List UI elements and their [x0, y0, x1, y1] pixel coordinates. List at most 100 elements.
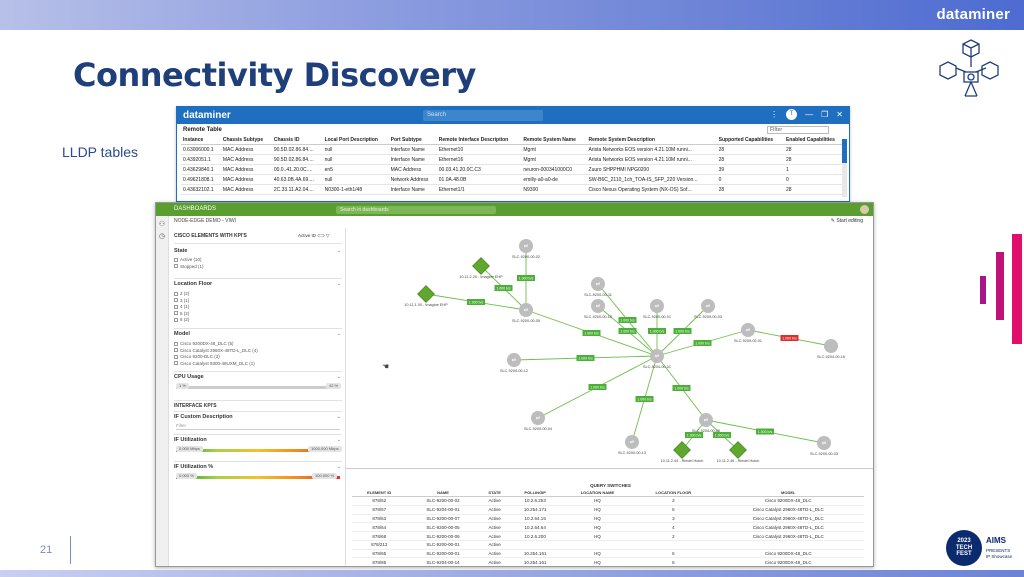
checkbox-icon[interactable]	[174, 361, 178, 366]
edge-traffic-badge[interactable]	[588, 384, 607, 390]
checkbox-icon[interactable]	[174, 264, 178, 269]
chevron-down-icon[interactable]: ⌄	[336, 281, 341, 287]
column-header[interactable]: MODEL	[712, 488, 864, 497]
column-header[interactable]: POLLINGIP	[509, 488, 561, 497]
checkbox-option[interactable]: 5 (2)	[174, 311, 189, 316]
active-toggle[interactable]: Active ID ⊂⊃ ▽	[298, 233, 330, 238]
column-header[interactable]: Chassis ID	[271, 136, 323, 145]
edge-traffic-badge[interactable]	[494, 285, 513, 291]
column-header[interactable]: Port Subtype	[388, 136, 437, 145]
switch-node-icon[interactable]	[741, 323, 755, 337]
checkbox-option[interactable]: Cisco Catalyst 9300-48UXM_DLC (1)	[174, 361, 258, 366]
restore-icon[interactable]: ❐	[821, 110, 829, 119]
checkbox-icon[interactable]	[174, 317, 178, 322]
switch-node-icon[interactable]	[650, 299, 664, 313]
cpu-section-title[interactable]: CPU Usage	[174, 374, 204, 380]
edge-traffic-badge[interactable]	[618, 328, 637, 334]
if-util-title[interactable]: IF Utilization	[174, 437, 207, 443]
edge-traffic-badge[interactable]	[685, 432, 703, 438]
edge-traffic-badge[interactable]	[756, 428, 774, 435]
cpu-slider[interactable]	[176, 386, 340, 389]
switch-node-icon[interactable]	[507, 353, 521, 367]
column-header[interactable]: ELEMENT ID	[352, 488, 407, 497]
switch-node-icon[interactable]	[591, 299, 605, 313]
checkbox-option[interactable]: Cisco 9200-DLC (3)	[174, 354, 258, 359]
checkbox-icon[interactable]	[174, 257, 178, 262]
breadcrumb[interactable]: NODE-EDGE DEMO - VIWI	[174, 218, 236, 224]
switch-node-icon[interactable]	[591, 277, 605, 291]
remote-table-filter[interactable]: Filter	[767, 126, 829, 134]
model-section-title[interactable]: Model	[174, 331, 190, 337]
if-util-pct-slider[interactable]	[176, 476, 340, 479]
device-node-icon[interactable]	[729, 441, 747, 459]
edge-traffic-badge[interactable]	[582, 330, 601, 336]
location-section-title[interactable]: Location Floor	[174, 281, 213, 287]
more-icon[interactable]: ⋮	[770, 110, 779, 119]
column-header[interactable]: NAME	[406, 488, 480, 497]
column-header[interactable]: Remote System Name	[521, 136, 587, 145]
edge-traffic-badge[interactable]	[467, 299, 485, 305]
column-header[interactable]: STATE	[479, 488, 510, 497]
checkbox-icon[interactable]	[174, 304, 178, 309]
column-header[interactable]: Supported Capabilities	[716, 136, 784, 145]
edge-traffic-badge[interactable]	[693, 340, 712, 346]
switch-node-icon[interactable]	[531, 411, 545, 425]
history-icon[interactable]: ◷	[158, 233, 166, 240]
column-header[interactable]: Local Port Description	[322, 136, 389, 145]
column-header[interactable]: LOCATION FLOOR	[634, 488, 713, 497]
checkbox-option[interactable]: 4 (1)	[174, 304, 189, 309]
column-header[interactable]: Remote System Description	[586, 136, 717, 145]
if-desc-title[interactable]: IF Custom Description	[174, 414, 233, 420]
chevron-down-icon[interactable]: ⌄	[336, 464, 341, 470]
edge-traffic-badge[interactable]	[576, 355, 595, 361]
edge-traffic-badge[interactable]	[672, 385, 691, 391]
switch-node-icon[interactable]	[824, 339, 838, 353]
checkbox-option[interactable]: 2 (2)	[174, 291, 189, 296]
switch-node-icon[interactable]	[650, 349, 664, 363]
switch-node-icon[interactable]	[519, 239, 533, 253]
chevron-down-icon[interactable]: ⌄	[336, 437, 341, 443]
remote-table-scrollbar[interactable]	[842, 139, 847, 197]
device-node-icon[interactable]	[417, 285, 435, 303]
column-header[interactable]: Instance	[181, 136, 221, 145]
if-util-pct-title[interactable]: IF Utilization %	[174, 464, 214, 470]
chevron-down-icon[interactable]: ⌄	[336, 414, 341, 420]
edge-traffic-badge[interactable]	[673, 328, 692, 334]
switch-node-icon[interactable]	[519, 303, 533, 317]
if-desc-input[interactable]: Filter	[176, 423, 340, 430]
checkbox-icon[interactable]	[174, 348, 178, 353]
checkbox-icon[interactable]	[174, 298, 178, 303]
edge-traffic-badge[interactable]	[618, 317, 637, 323]
checkbox-icon[interactable]	[174, 341, 178, 346]
if-util-slider[interactable]	[176, 449, 340, 452]
column-header[interactable]: Enabled Capabilities	[783, 136, 845, 145]
close-icon[interactable]: ✕	[836, 110, 843, 119]
device-node-icon[interactable]	[472, 257, 490, 275]
checkbox-icon[interactable]	[174, 291, 178, 296]
checkbox-option[interactable]: Cisco Catalyst 2960X-48TD-L_DLC (4)	[174, 348, 258, 353]
state-section-title[interactable]: State	[174, 248, 188, 254]
switch-node-icon[interactable]	[699, 413, 713, 427]
checkbox-icon[interactable]	[174, 354, 178, 359]
column-header[interactable]: Remote Interface Description	[436, 136, 522, 145]
edge-traffic-badge[interactable]	[780, 335, 799, 341]
edge-traffic-badge[interactable]	[713, 432, 731, 438]
switch-node-icon[interactable]	[625, 435, 639, 449]
checkbox-option[interactable]: Stopped (1)	[174, 264, 204, 269]
avatar[interactable]: T	[786, 109, 798, 120]
edge-traffic-badge[interactable]	[517, 275, 535, 281]
user-avatar[interactable]	[860, 205, 869, 214]
column-header[interactable]: LOCATION NAME	[560, 488, 635, 497]
checkbox-option[interactable]: 3 (1)	[174, 298, 189, 303]
edge-traffic-badge[interactable]	[635, 396, 654, 402]
